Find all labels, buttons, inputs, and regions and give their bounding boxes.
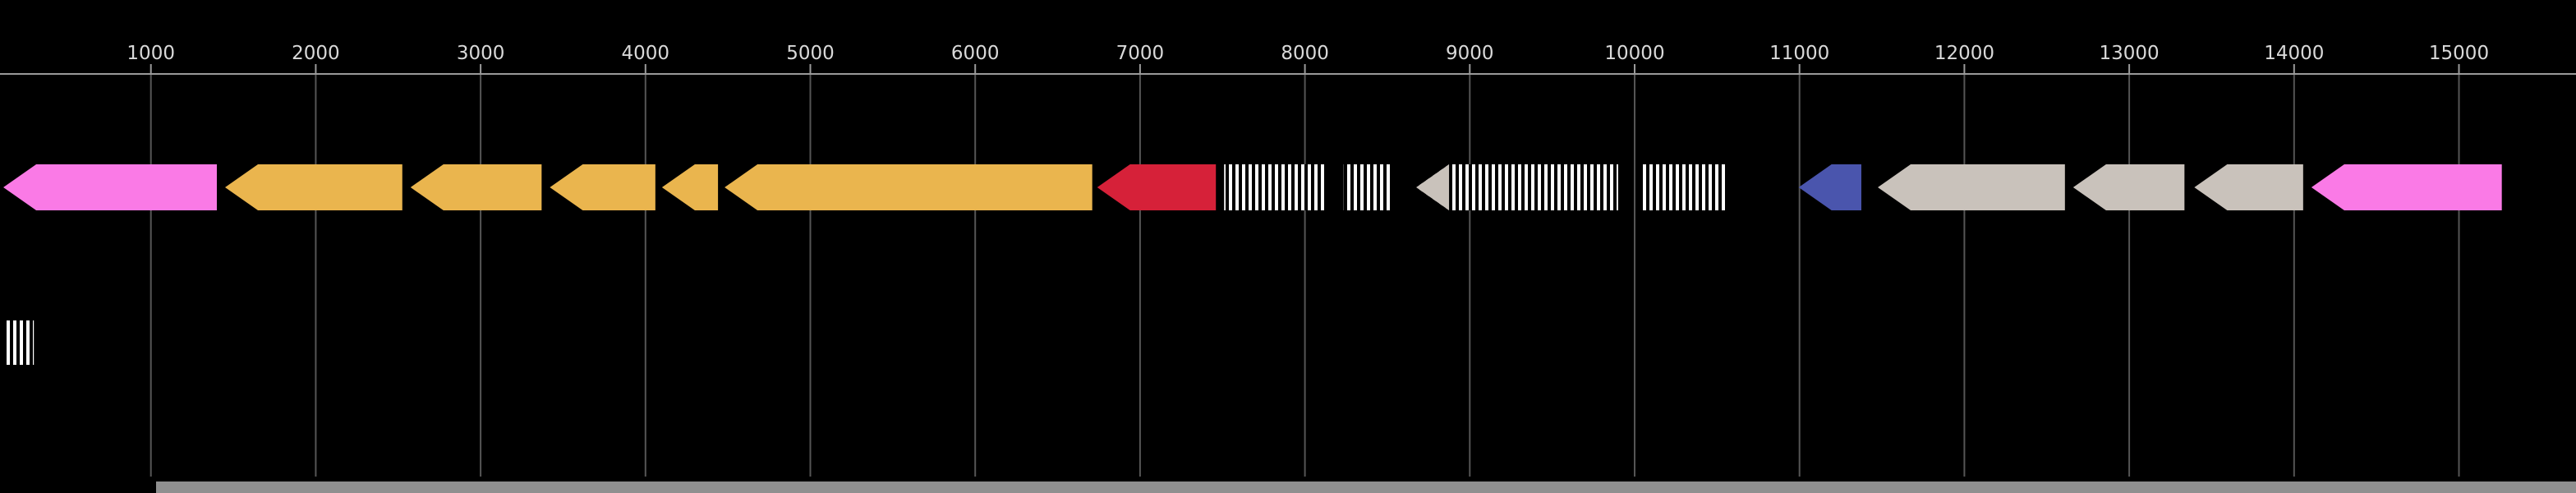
gene-feature[interactable] — [225, 164, 402, 210]
horizontal-scrollbar-thumb[interactable] — [156, 481, 2576, 493]
axis-tick-label: 7000 — [1116, 43, 1165, 64]
axis-tick-label: 14000 — [2264, 43, 2324, 64]
axis-tick-label: 2000 — [292, 43, 340, 64]
axis-tick-label: 5000 — [786, 43, 835, 64]
gene-feature[interactable] — [1798, 164, 1861, 210]
axis-tick-label: 3000 — [457, 43, 505, 64]
gene-feature[interactable] — [550, 164, 656, 210]
axis-tick-label: 9000 — [1446, 43, 1494, 64]
axis-tick-label: 13000 — [2100, 43, 2160, 64]
gene-feature[interactable] — [2194, 164, 2303, 210]
gene-feature[interactable] — [3, 320, 34, 365]
gene-feature[interactable] — [1343, 164, 1393, 210]
gene-feature[interactable] — [724, 164, 1092, 210]
gene-feature[interactable] — [3, 164, 217, 210]
gene-feature-head — [1416, 164, 1450, 210]
axis-tick-label: 6000 — [951, 43, 1000, 64]
axis-tick-label: 4000 — [622, 43, 670, 64]
gene-feature[interactable] — [2072, 164, 2185, 210]
axis-tick-label: 15000 — [2429, 43, 2489, 64]
axis-tick-label: 10000 — [1604, 43, 1664, 64]
gene-feature[interactable] — [1097, 164, 1217, 210]
axis-tick-label: 8000 — [1281, 43, 1329, 64]
gene-features — [3, 164, 2502, 365]
axis-tick-label: 12000 — [1934, 43, 1994, 64]
gene-feature[interactable] — [1878, 164, 2065, 210]
gene-feature[interactable] — [410, 164, 542, 210]
gene-feature[interactable] — [661, 164, 719, 210]
axis-tick-label: 1000 — [126, 43, 175, 64]
gene-feature[interactable] — [1224, 164, 1327, 210]
axis-grid: 1000 2000 3000 4000 5000 6000 7000 8000 9000 1000… — [126, 43, 2489, 477]
gene-feature[interactable] — [1416, 164, 1618, 210]
axis-tick-label: 11000 — [1769, 43, 1829, 64]
gene-feature[interactable] — [1643, 164, 1728, 210]
gene-feature[interactable] — [2311, 164, 2502, 210]
